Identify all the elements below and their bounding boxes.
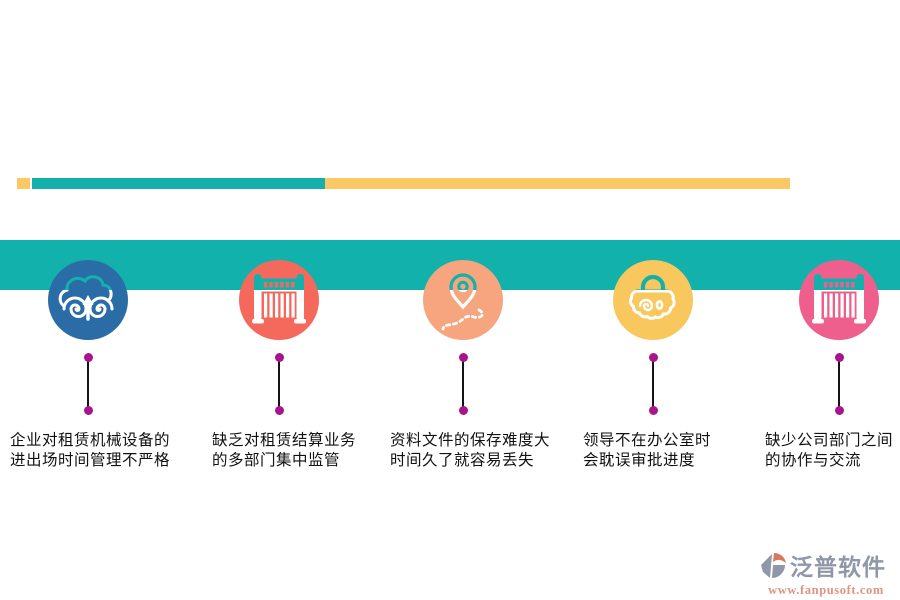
connector-dot (83, 406, 93, 415)
connector-dot (834, 353, 844, 362)
fanpu-logo-link[interactable]: 泛普软件 www.fanpusoft.com (758, 548, 894, 598)
step-caption-3: 资料文件的保存难度大 时间久了就容易丢失 (390, 431, 550, 471)
step-circle-2 (239, 260, 319, 340)
caption-line: 缺乏对租赁结算业务 (212, 432, 357, 449)
connector-dot (274, 353, 284, 362)
connector-dot (648, 353, 658, 362)
brand-name: 泛普软件 (790, 554, 886, 580)
connector-dot (274, 406, 284, 415)
step-caption-5: 缺少公司部门之间 的协作与交流 (765, 431, 893, 471)
step-circle-4 (613, 260, 693, 340)
caption-line: 企业对租赁机械设备的 (10, 432, 171, 449)
step-circle-1 (48, 260, 128, 340)
caption-line: 缺少公司部门之间 (765, 432, 894, 449)
connector-dot (834, 406, 844, 415)
connector-dot (458, 353, 468, 362)
connector-line (462, 358, 464, 411)
step-circle-5 (799, 260, 879, 340)
progressbar-yellow-segment (325, 178, 790, 189)
connector-line (278, 358, 280, 411)
step-caption-1: 企业对租赁机械设备的 进出场时间管理不严格 (10, 431, 170, 471)
connector-dot (83, 353, 93, 362)
caption-line: 领导不在办公室时 (583, 432, 712, 449)
connector-dot (648, 406, 658, 415)
progressbar-teal-segment (32, 178, 325, 189)
connector-line (87, 358, 89, 411)
brand-url[interactable]: www.fanpusoft.com (768, 583, 884, 597)
connector-line (838, 358, 840, 411)
caption-line: 的多部门集中监管 (212, 452, 341, 469)
step-caption-2: 缺乏对租赁结算业务 的多部门集中监管 (212, 431, 356, 471)
caption-line: 会耽误审批进度 (583, 452, 696, 469)
caption-line: 进出场时间管理不严格 (10, 452, 171, 469)
caption-line: 时间久了就容易丢失 (390, 452, 535, 469)
progressbar-yellow-chip (17, 178, 30, 189)
connector-dot (458, 406, 468, 415)
step-circle-3 (423, 260, 503, 340)
step-caption-4: 领导不在办公室时 会耽误审批进度 (583, 431, 711, 471)
connector-line (652, 358, 654, 411)
caption-line: 的协作与交流 (765, 452, 862, 469)
fanpu-logo-icon (761, 552, 786, 578)
caption-line: 资料文件的保存难度大 (390, 432, 551, 449)
